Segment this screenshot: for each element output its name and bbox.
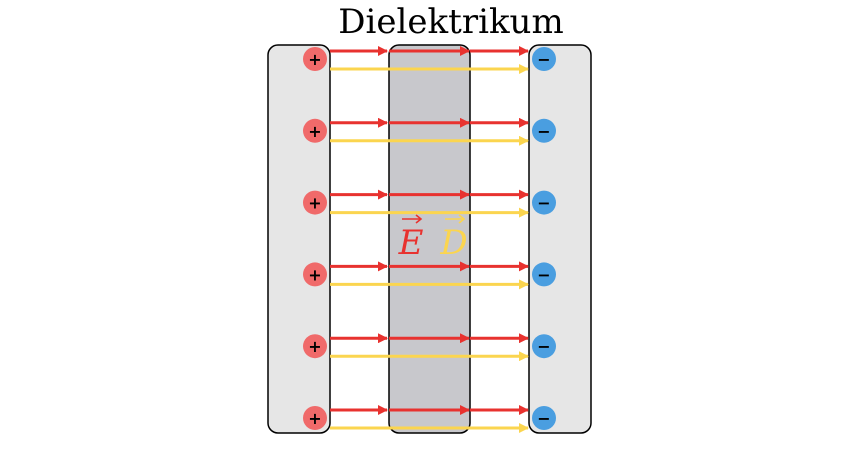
- negative-charge-circle: [532, 334, 556, 359]
- e-vector-arrow-icon: [402, 214, 423, 224]
- left-plate: [267, 44, 331, 434]
- negative-charge-circle: [532, 262, 556, 287]
- negative-charge: −: [532, 262, 556, 287]
- positive-charge-sign: +: [308, 409, 321, 428]
- negative-charge-sign: −: [537, 122, 550, 141]
- field-labels: E D: [398, 214, 468, 263]
- negative-charge-sign: −: [537, 409, 550, 428]
- positive-charge-circle: [303, 406, 327, 430]
- negative-charge-sign: −: [537, 194, 550, 213]
- positive-charge: +: [303, 47, 327, 71]
- diagram-title: Dielektrikum: [338, 2, 563, 42]
- positive-charge-circle: [303, 47, 327, 71]
- negative-charge: −: [532, 334, 556, 359]
- positive-charge-circle: [303, 190, 327, 215]
- negative-charge-circle: [532, 190, 556, 215]
- positive-charge: +: [303, 334, 327, 359]
- positive-charge: +: [303, 190, 327, 215]
- positive-charge: +: [303, 406, 327, 430]
- negative-charge: −: [532, 118, 556, 143]
- right-plate: [528, 44, 592, 434]
- negative-charge: −: [532, 190, 556, 215]
- negative-charge-circle: [532, 406, 556, 430]
- negative-charge: −: [532, 47, 556, 71]
- positive-charge-sign: +: [308, 50, 321, 69]
- positive-charge-circle: [303, 334, 327, 359]
- d-field-label: D: [439, 223, 467, 263]
- d-vector-arrow-icon: [445, 214, 466, 224]
- positive-charge: +: [303, 118, 327, 143]
- positive-charge-sign: +: [308, 122, 321, 141]
- positive-charge-circle: [303, 262, 327, 287]
- negative-charge-sign: −: [537, 337, 550, 356]
- negative-charge-circle: [532, 118, 556, 143]
- field-lines: [330, 46, 529, 433]
- charges: + − + − + − + − + − + −: [303, 47, 556, 430]
- positive-charge-circle: [303, 118, 327, 143]
- positive-charge-sign: +: [308, 194, 321, 213]
- negative-charge-sign: −: [537, 265, 550, 284]
- negative-charge: −: [532, 406, 556, 430]
- positive-charge-sign: +: [308, 265, 321, 284]
- e-field-label: E: [398, 223, 424, 263]
- positive-charge: +: [303, 262, 327, 287]
- negative-charge-circle: [532, 47, 556, 71]
- negative-charge-sign: −: [537, 50, 550, 69]
- positive-charge-sign: +: [308, 337, 321, 356]
